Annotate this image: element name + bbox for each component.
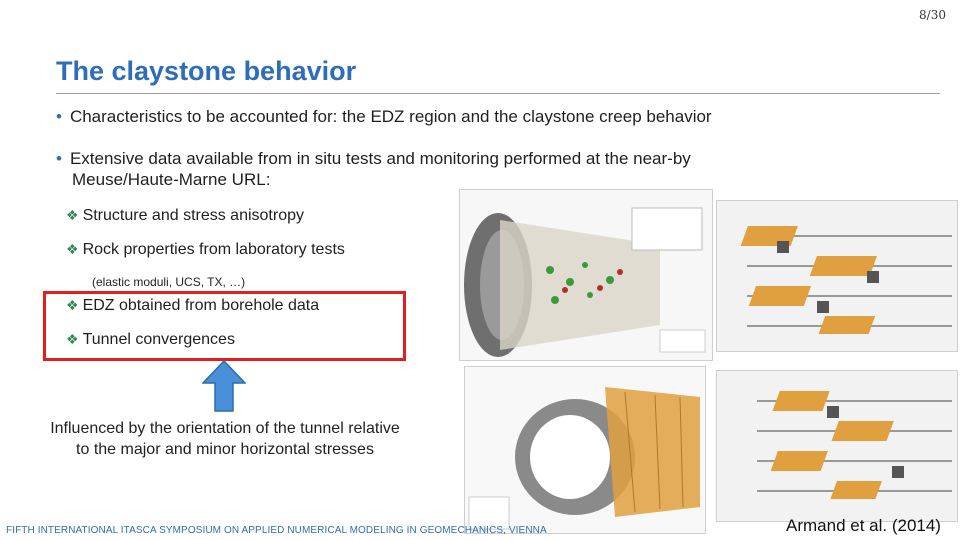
sub-bullet-rock-properties: ❖Rock properties from laboratory tests (66, 241, 345, 259)
diamond-bullet-icon: ❖ (66, 241, 79, 257)
footer-text: FIFTH INTERNATIONAL ITASCA SYMPOSIUM ON … (6, 525, 547, 536)
sub-bullet-text: Tunnel convergences (82, 331, 235, 348)
sub-bullet-note: (elastic moduli, UCS, TX, …) (92, 275, 246, 289)
sub-bullet-text: EDZ obtained from borehole data (82, 297, 320, 314)
influence-caption: Influenced by the orientation of the tun… (20, 418, 430, 460)
bullet-text-line1: Extensive data available from in situ te… (69, 149, 691, 168)
figure-conceptual-model (464, 366, 706, 534)
influence-line1: Influenced by the orientation of the tun… (50, 420, 400, 437)
figure-fracture-families (716, 200, 958, 352)
figure-extrapolated-fractures (716, 370, 958, 522)
figure-tunnel-fracture-zones (459, 189, 713, 361)
bullet-text-line2: Meuse/Haute-Marne URL: (72, 170, 271, 189)
slide-title: The claystone behavior (56, 56, 357, 86)
diamond-bullet-icon: ❖ (66, 207, 79, 223)
influence-line2: to the major and minor horizontal stress… (76, 441, 374, 458)
bullet-text: Characteristics to be accounted for: the… (69, 107, 712, 126)
up-arrow-icon (201, 359, 247, 412)
bullet-extensive-data: • Extensive data available from in situ t… (56, 148, 816, 190)
highlight-box (43, 291, 406, 361)
sub-bullet-text: Rock properties from laboratory tests (82, 241, 345, 258)
page-number: 8/30 (919, 8, 946, 22)
bullet-icon: • (56, 149, 62, 168)
sub-bullet-convergences: ❖Tunnel convergences (66, 331, 235, 349)
sub-bullet-text: Structure and stress anisotropy (82, 207, 304, 224)
diamond-bullet-icon: ❖ (66, 297, 79, 313)
sub-bullet-edz: ❖EDZ obtained from borehole data (66, 297, 319, 315)
diamond-bullet-icon: ❖ (66, 331, 79, 347)
bullet-characteristics: • Characteristics to be accounted for: th… (56, 106, 712, 127)
sub-bullet-structure: ❖Structure and stress anisotropy (66, 207, 304, 225)
title-divider (56, 93, 940, 94)
bullet-icon: • (56, 107, 62, 126)
citation: Armand et al. (2014) (786, 516, 941, 535)
